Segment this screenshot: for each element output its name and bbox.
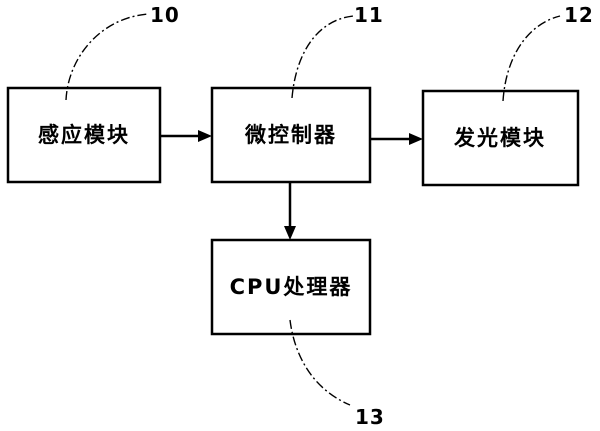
ref-number-10: 10 — [150, 3, 180, 27]
sensing-module-block: 感应模块 — [6, 86, 162, 184]
microcontroller-block: 微控制器 — [210, 86, 372, 184]
leader-line-10 — [65, 13, 149, 101]
leader-line-13 — [289, 319, 351, 406]
leader-line-12 — [502, 15, 561, 102]
arrow-sensing-to-microcontroller — [160, 130, 212, 142]
arrow-microcontroller-to-light — [370, 133, 423, 145]
arrowhead-icon — [198, 130, 212, 142]
ref-number-13: 13 — [355, 405, 385, 429]
microcontroller-label: 微控制器 — [244, 123, 337, 147]
arrowhead-icon — [409, 133, 423, 145]
ref-number-11: 11 — [354, 3, 384, 27]
light-module-block: 发光模块 — [421, 89, 580, 187]
microcontroller-box — [210, 86, 372, 184]
arrow-microcontroller-to-cpu — [284, 182, 296, 240]
ref-number-12: 12 — [564, 3, 594, 27]
sensing-module-box — [6, 86, 162, 184]
sensing-module-label: 感应模块 — [38, 123, 130, 147]
leader-line-11 — [291, 15, 354, 99]
light-module-label: 发光模块 — [453, 126, 546, 150]
cpu-processor-label: CPU处理器 — [230, 275, 353, 299]
light-module-box — [421, 89, 580, 187]
arrowhead-icon — [284, 226, 296, 240]
cpu-processor-block: CPU处理器 — [210, 238, 372, 336]
cpu-processor-box — [210, 238, 372, 336]
